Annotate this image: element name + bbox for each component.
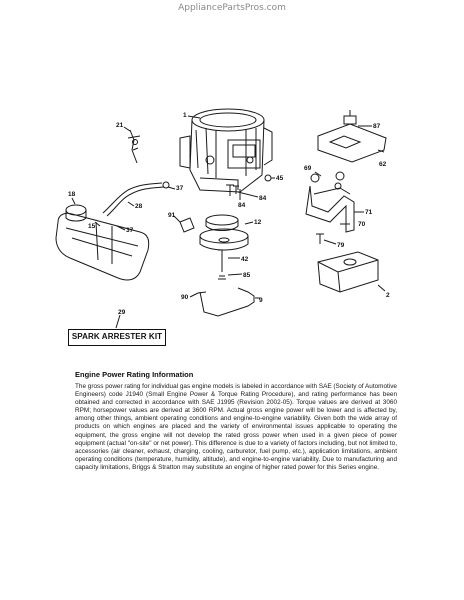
callout-84-left[interactable]: 84 — [238, 202, 246, 209]
info-paragraph: The gross power rating for individual ga… — [75, 383, 397, 471]
spark-plug-part[interactable] — [127, 129, 141, 164]
callout-21[interactable]: 21 — [116, 122, 124, 129]
callout-28[interactable]: 28 — [135, 203, 143, 210]
engine-assembly[interactable] — [179, 108, 273, 193]
fuel-line[interactable] — [102, 181, 170, 217]
callout-29[interactable]: 29 — [118, 309, 126, 316]
shield-cap[interactable] — [343, 110, 357, 125]
info-heading: Engine Power Rating Information — [75, 370, 194, 379]
callout-42[interactable]: 42 — [241, 256, 249, 263]
callout-12[interactable]: 12 — [254, 219, 262, 226]
callout-9[interactable]: 9 — [259, 297, 263, 304]
engine-pulley[interactable] — [199, 214, 249, 251]
fuel-cap[interactable] — [65, 204, 87, 222]
callout-1[interactable]: 1 — [183, 112, 187, 119]
exhaust-pipe[interactable] — [305, 185, 355, 233]
callout-18[interactable]: 18 — [68, 191, 76, 198]
callout-37-lower[interactable]: 37 — [126, 227, 134, 234]
callout-62[interactable]: 62 — [379, 161, 387, 168]
exhaust-gaskets[interactable] — [310, 171, 345, 190]
callout-37-upper[interactable]: 37 — [176, 185, 184, 192]
callout-91[interactable]: 91 — [168, 212, 176, 219]
muffler-bolt[interactable] — [316, 233, 324, 244]
callout-69[interactable]: 69 — [304, 165, 312, 172]
fuel-tank[interactable] — [55, 212, 150, 281]
site-watermark: AppliancePartsPros.com — [178, 3, 286, 13]
callout-71[interactable]: 71 — [365, 209, 373, 216]
mount-bracket[interactable] — [179, 217, 195, 233]
center-bolt[interactable] — [218, 249, 226, 280]
callout-15[interactable]: 15 — [88, 223, 96, 230]
callout-70[interactable]: 70 — [358, 221, 366, 228]
callout-2[interactable]: 2 — [386, 292, 390, 299]
throttle-rod[interactable] — [197, 287, 255, 317]
callout-84-right[interactable]: 84 — [259, 195, 267, 202]
spark-arrester-kit-label[interactable]: SPARK ARRESTER KIT — [68, 329, 166, 346]
callout-45[interactable]: 45 — [276, 175, 284, 182]
callout-79[interactable]: 79 — [337, 242, 345, 249]
callout-87[interactable]: 87 — [373, 123, 381, 130]
callout-85[interactable]: 85 — [243, 272, 251, 279]
callout-90[interactable]: 90 — [181, 294, 189, 301]
muffler[interactable] — [317, 251, 379, 293]
